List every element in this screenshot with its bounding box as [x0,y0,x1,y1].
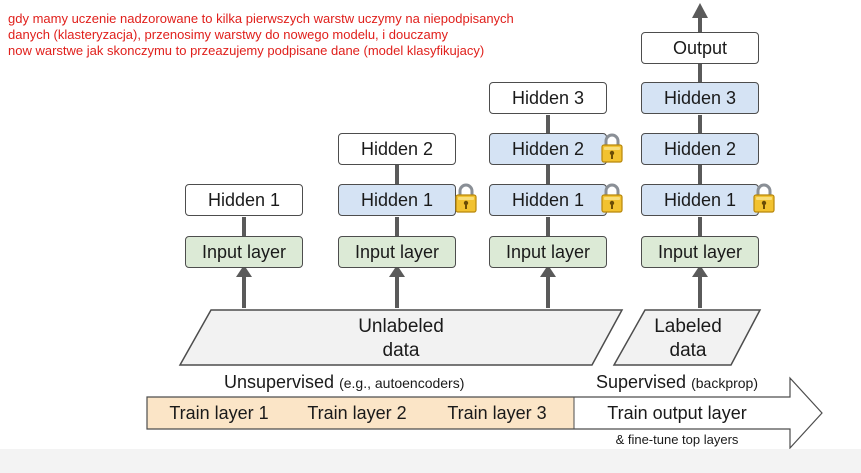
col2-hidden-2: Hidden 2 [338,133,456,165]
col4-hidden-1: Hidden 1 [641,184,759,216]
col3-input-layer: Input layer [489,236,607,268]
col4-hidden-3: Hidden 3 [641,82,759,114]
lock-icon [752,182,776,214]
pretraining-diagram: Unlabeled data Labeled data Unsupervised… [146,3,823,449]
col4-output: Output [641,32,759,64]
lock-icon [454,182,478,214]
col4-input-layer: Input layer [641,236,759,268]
unsupervised-phase-label: Unsupervised (e.g., autoencoders) [224,372,464,392]
train-step-3: Train layer 3 [447,403,546,423]
annotation-note: gdy mamy uczenie nadzorowane to kilka pi… [8,11,514,59]
arrow-outline [146,376,823,449]
unlabeled-label-2: data [383,340,420,361]
unsupervised-band [147,397,574,429]
train-step-1: Train layer 1 [169,403,268,423]
train-step-output: Train output layer [607,403,746,423]
arrowhead [540,265,556,277]
unlabeled-data-box: Unlabeled data [178,309,624,366]
note-line-1: gdy mamy uczenie nadzorowane to kilka pi… [8,11,514,26]
col3-hidden-2: Hidden 2 [489,133,607,165]
train-step-2: Train layer 2 [307,403,406,423]
unlabeled-label-1: Unlabeled [358,316,444,337]
note-line-3: now warstwe jak skonczymu to przeazujemy… [8,43,485,58]
arrowhead [692,265,708,277]
labeled-label-2: data [670,340,707,361]
arrowhead [236,265,252,277]
col4-hidden-2: Hidden 2 [641,133,759,165]
lock-icon [600,182,624,214]
arrowhead [389,265,405,277]
col3-hidden-1: Hidden 1 [489,184,607,216]
fine-tune-note: & fine-tune top layers [616,432,739,447]
arrowhead-top [692,3,708,18]
labeled-data-box: Labeled data [612,309,762,366]
labeled-label-1: Labeled [654,316,722,337]
supervised-phase-label: Supervised (backprop) [596,372,758,392]
col2-hidden-1: Hidden 1 [338,184,456,216]
diagram-panel: gdy mamy uczenie nadzorowane to kilka pi… [0,0,861,449]
note-line-2: danych (klasteryzacja), przenosimy warst… [8,27,449,42]
training-arrow: Train layer 1 Train layer 2 Train layer … [146,376,823,449]
flow-arrows [236,3,708,308]
col3-hidden-3: Hidden 3 [489,82,607,114]
col1-input-layer: Input layer [185,236,303,268]
col2-input-layer: Input layer [338,236,456,268]
lock-icon [600,132,624,164]
col1-hidden-1: Hidden 1 [185,184,303,216]
